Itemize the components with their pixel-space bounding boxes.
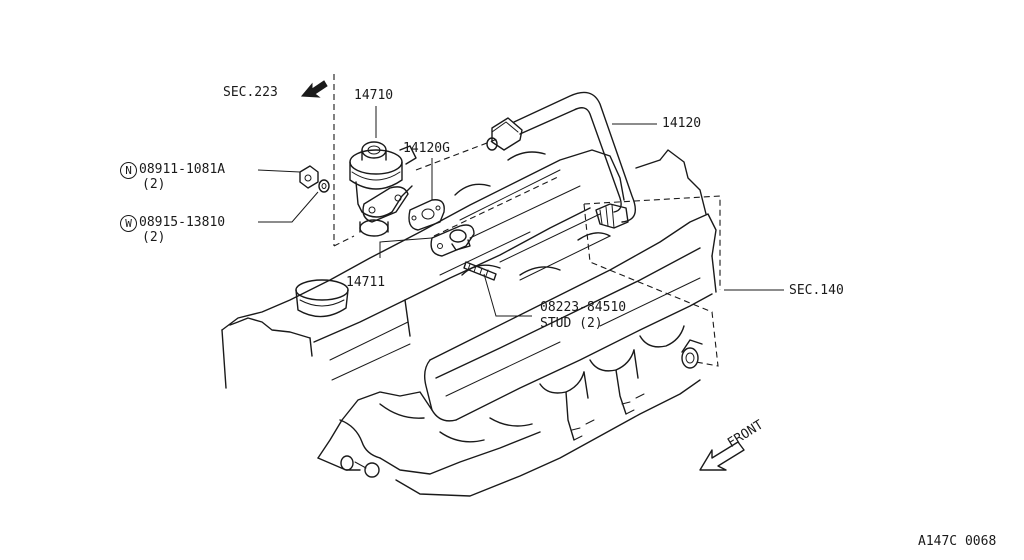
stud-08223 <box>463 261 497 281</box>
egr-adapter-14711 <box>430 224 475 257</box>
nut-part-number: 08911-1081A <box>139 162 226 177</box>
leader-lines <box>257 106 784 317</box>
washer-w-icon <box>318 179 330 193</box>
label-stud-desc: STUD (2) <box>540 316 603 331</box>
valve-cover <box>221 149 625 389</box>
nut-symbol: N <box>120 162 137 179</box>
label-sec223: SEC.223 <box>223 85 278 100</box>
label-part-14710: 14710 <box>354 88 394 103</box>
label-stud-part: 08223-84510 <box>540 300 627 315</box>
intake-manifold <box>423 149 717 441</box>
label-part-14120g: 14120G <box>403 141 450 156</box>
washer-part-number: 08915-13810 <box>139 215 226 230</box>
egr-valve-14710 <box>349 141 417 237</box>
front-arrow-icon <box>699 441 745 471</box>
label-nut-qty: (2) <box>142 177 166 192</box>
egr-tube-14120 <box>486 91 636 229</box>
arrow-sec223-icon <box>300 80 328 98</box>
nut-n-icon <box>299 165 319 189</box>
label-sec140: SEC.140 <box>789 283 844 298</box>
section-lines <box>333 74 721 367</box>
label-washer-qty: (2) <box>142 230 166 245</box>
label-part-14120: 14120 <box>662 116 702 131</box>
gasket-14120g <box>408 199 445 231</box>
exhaust-manifold <box>317 379 701 497</box>
washer-symbol: W <box>120 215 137 232</box>
label-part-14711: 14711 <box>346 275 386 290</box>
diagram-code: A147C 0068 <box>918 534 997 549</box>
